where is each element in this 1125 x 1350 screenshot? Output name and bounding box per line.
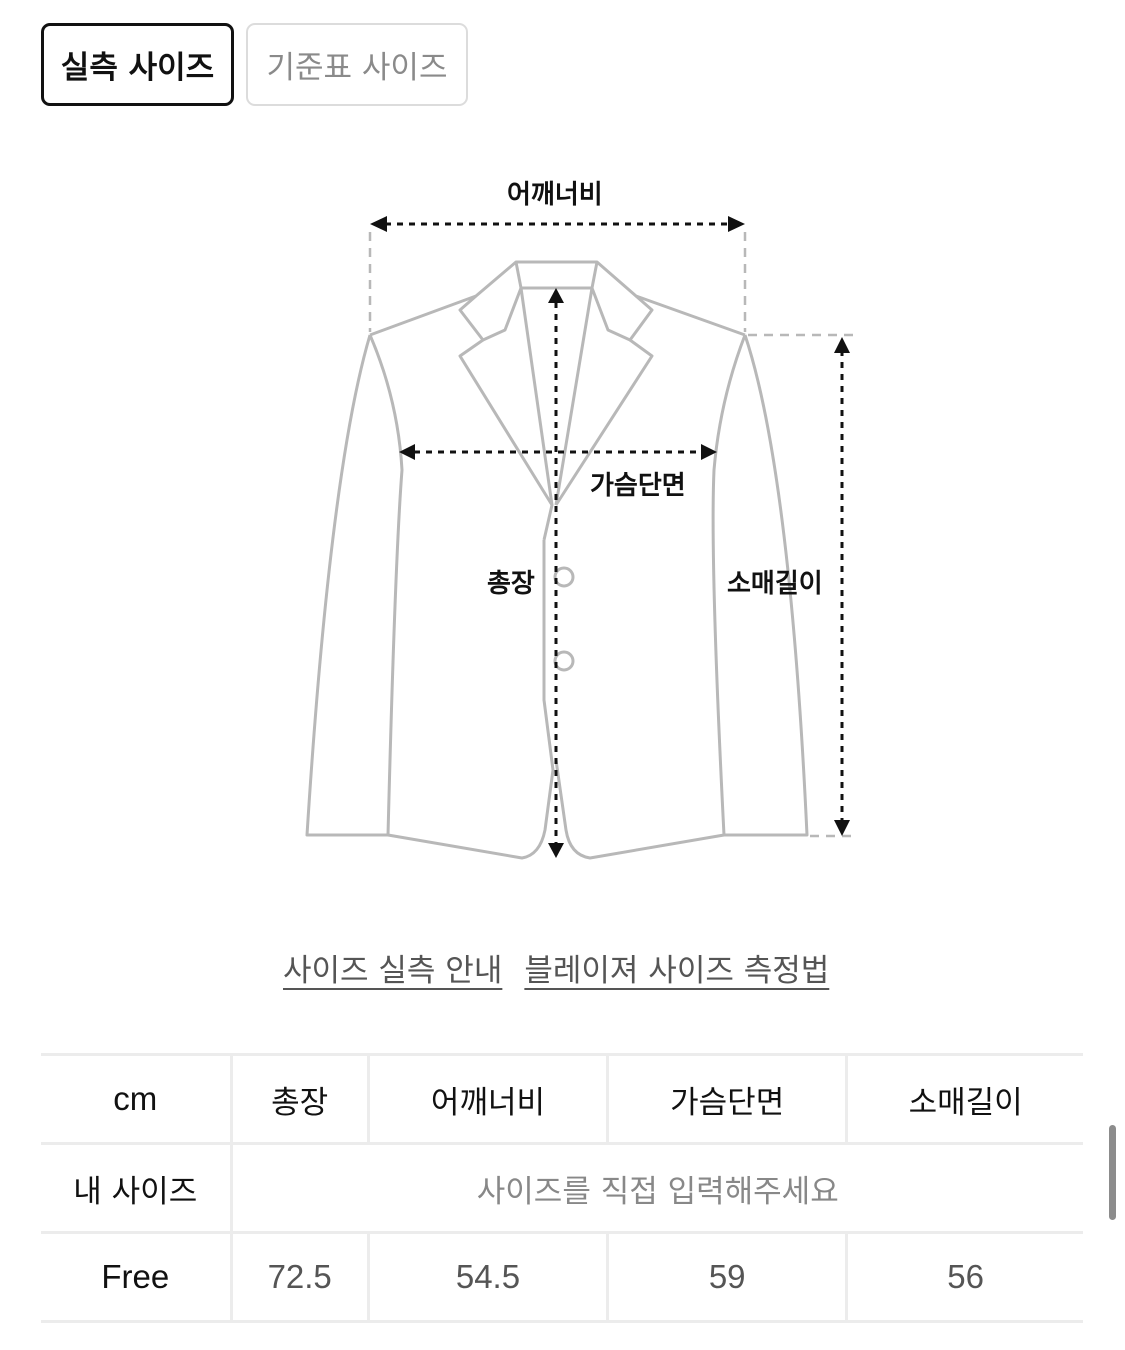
column-header: 가슴단면 [606, 1053, 847, 1145]
column-header: 소매길이 [845, 1053, 1083, 1145]
table-header-row: cm 총장 어깨너비 가슴단면 소매길이 [41, 1053, 1083, 1145]
column-header: 어깨너비 [366, 1053, 608, 1145]
value-total-length: 72.5 [229, 1231, 369, 1323]
value-sleeve-length: 56 [845, 1231, 1083, 1323]
size-name: Free [41, 1231, 231, 1323]
size-tabs: 실측 사이즈 기준표 사이즈 [41, 23, 468, 106]
link-blazer-measure-method[interactable]: 블레이져 사이즈 측정법 [524, 953, 830, 989]
label-shoulder-width: 어깨너비 [507, 180, 603, 210]
table-row: Free 72.5 54.5 59 56 [41, 1231, 1083, 1323]
label-sleeve-length: 소매길이 [727, 569, 823, 599]
my-size-label: 내 사이즈 [41, 1142, 231, 1234]
guide-links: 사이즈 실측 안내 블레이져 사이즈 측정법 [283, 945, 829, 990]
scrollbar[interactable] [1109, 1125, 1116, 1220]
label-total-length: 총장 [487, 569, 535, 599]
value-shoulder-width: 54.5 [366, 1231, 608, 1323]
link-size-measurement-guide[interactable]: 사이즈 실측 안내 [283, 953, 503, 989]
my-size-input[interactable]: 사이즈를 직접 입력해주세요 [229, 1142, 1083, 1234]
label-chest: 가슴단면 [590, 471, 686, 501]
size-diagram: 어깨너비 가슴단면 총장 소매길이 [0, 160, 1125, 880]
column-header: 총장 [229, 1053, 369, 1145]
value-chest: 59 [606, 1231, 847, 1323]
unit-label: cm [41, 1053, 231, 1145]
tab-measured-size[interactable]: 실측 사이즈 [41, 23, 234, 106]
size-table: cm 총장 어깨너비 가슴단면 소매길이 내 사이즈 사이즈를 직접 입력해주세… [41, 1053, 1083, 1323]
my-size-row: 내 사이즈 사이즈를 직접 입력해주세요 [41, 1142, 1083, 1234]
tab-standard-size[interactable]: 기준표 사이즈 [246, 23, 468, 106]
blazer-diagram-icon [305, 216, 858, 860]
